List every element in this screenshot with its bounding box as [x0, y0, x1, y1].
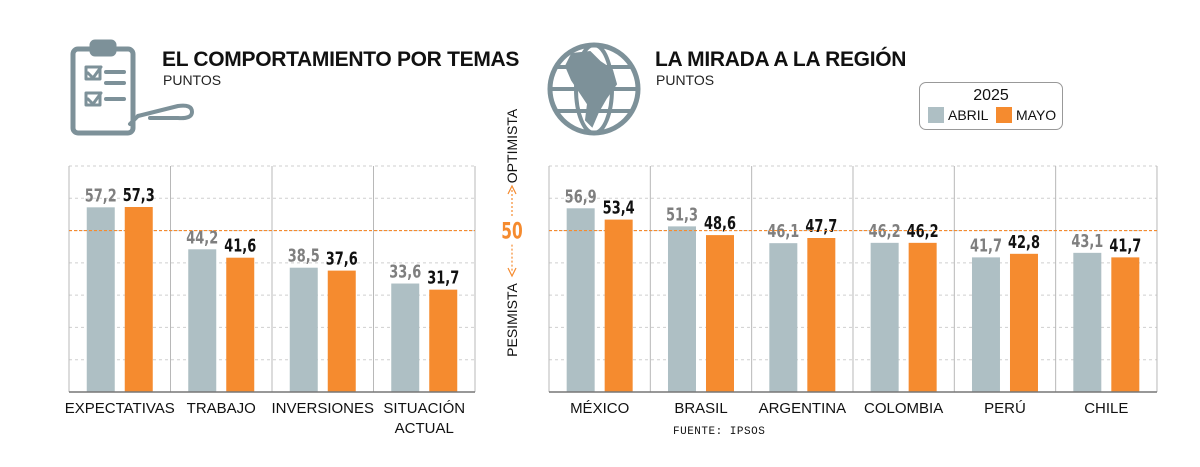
- left-bar-mayo: [429, 289, 458, 392]
- right-bar-abril: [971, 257, 1000, 392]
- left-bar-abril: [86, 207, 115, 392]
- pesimista-label: PESIMISTA: [504, 283, 520, 357]
- right-category-label: COLOMBIA: [864, 400, 943, 417]
- globe-americas-icon: [547, 42, 641, 136]
- right-bar-abril: [1073, 252, 1102, 392]
- left-data-label-mayo: 37,6: [326, 247, 358, 269]
- legend-year: 2025: [973, 87, 1009, 104]
- legend-item-abril: ABRIL: [928, 107, 988, 123]
- right-bar-mayo: [908, 242, 937, 392]
- optimista-arrowhead: [507, 184, 517, 195]
- left-data-label-mayo: 57,3: [123, 184, 155, 206]
- reference-label: 50: [501, 219, 522, 244]
- left-data-label-mayo: 31,7: [427, 266, 459, 288]
- right-chart-subtitle: PUNTOS: [656, 72, 715, 88]
- left-bar-mayo: [226, 257, 255, 392]
- clipboard-checklist-icon: [70, 39, 194, 136]
- legend-swatch-abril: [928, 107, 944, 123]
- right-data-label-abril: 41,7: [970, 234, 1002, 256]
- left-data-label-mayo: 41,6: [224, 234, 256, 256]
- left-category-label: TRABAJO: [187, 400, 256, 417]
- right-bar-abril: [769, 243, 798, 392]
- right-bar-mayo: [807, 237, 836, 392]
- left-data-label-abril: 57,2: [85, 184, 117, 206]
- left-bar-mayo: [327, 270, 356, 392]
- right-data-label-abril: 46,1: [767, 220, 799, 242]
- right-bar-abril: [870, 242, 899, 392]
- left-data-label-abril: 38,5: [288, 244, 320, 266]
- legend: 2025 ABRIL MAYO: [919, 82, 1063, 130]
- left-data-label-abril: 44,2: [186, 226, 218, 248]
- pesimista-arrowhead: [507, 267, 517, 278]
- right-bar-mayo: [1111, 257, 1140, 392]
- right-data-label-mayo: 53,4: [603, 196, 635, 218]
- left-category-label: EXPECTATIVAS: [65, 400, 175, 417]
- right-bar-mayo: [705, 235, 734, 392]
- left-bar-abril: [289, 267, 318, 392]
- right-data-label-mayo: 46,2: [907, 220, 939, 242]
- right-bar-mayo: [604, 219, 633, 392]
- right-data-label-abril: 56,9: [565, 185, 597, 207]
- left-category-label: ACTUAL: [395, 420, 454, 437]
- legend-label-abril: ABRIL: [948, 107, 989, 123]
- left-data-label-abril: 33,6: [389, 260, 421, 282]
- right-data-label-mayo: 42,8: [1008, 231, 1040, 253]
- left-bar-abril: [188, 249, 217, 392]
- right-category-label: ARGENTINA: [759, 400, 847, 417]
- right-category-label: BRASIL: [674, 400, 727, 417]
- right-bar-mayo: [1009, 253, 1038, 392]
- right-data-label-abril: 43,1: [1071, 230, 1103, 252]
- right-chart-title: LA MIRADA A LA REGIÓN: [655, 48, 907, 71]
- legend-item-mayo: MAYO: [996, 107, 1056, 123]
- right-category-label: MÉXICO: [570, 400, 629, 417]
- right-bar-abril: [566, 208, 595, 392]
- left-category-label: INVERSIONES: [271, 400, 374, 417]
- left-bar-mayo: [124, 207, 153, 392]
- left-category-label: SITUACIÓN: [383, 400, 465, 417]
- right-data-label-mayo: 41,7: [1109, 234, 1141, 256]
- right-data-label-abril: 51,3: [666, 203, 698, 225]
- right-category-label: PERÚ: [984, 400, 1026, 417]
- right-data-label-mayo: 47,7: [805, 215, 837, 237]
- right-bar-abril: [667, 226, 696, 392]
- left-chart-subtitle: PUNTOS: [163, 72, 222, 88]
- right-data-label-mayo: 48,6: [704, 212, 736, 234]
- right-category-label: CHILE: [1084, 400, 1128, 417]
- legend-label-mayo: MAYO: [1016, 107, 1057, 123]
- optimista-label: OPTIMISTA: [504, 108, 520, 183]
- left-bar-abril: [391, 283, 420, 392]
- source-note: FUENTE: IPSOS: [673, 426, 766, 438]
- legend-swatch-mayo: [996, 107, 1012, 123]
- left-chart-title: EL COMPORTAMIENTO POR TEMAS: [162, 48, 520, 71]
